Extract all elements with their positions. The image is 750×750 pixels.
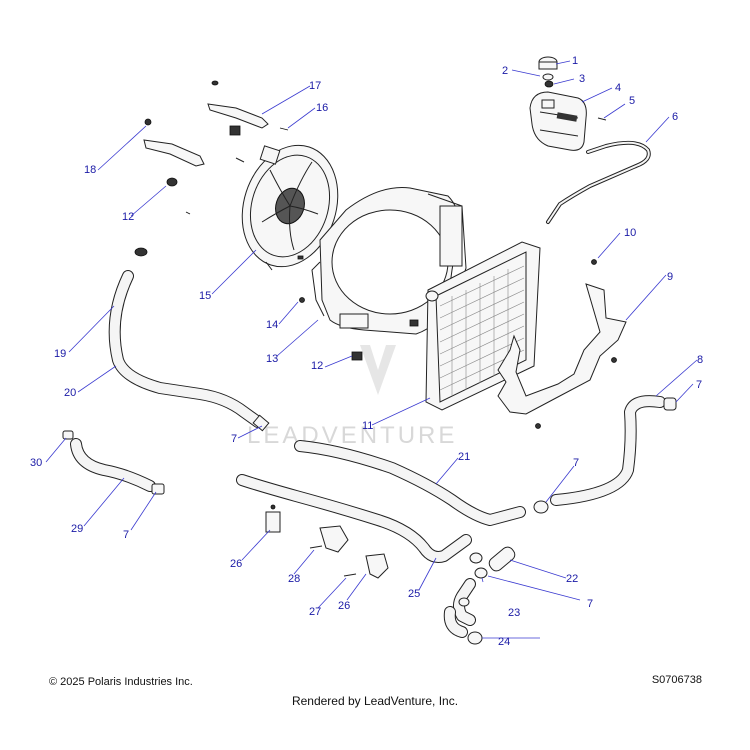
- callout-26-left[interactable]: 26: [230, 558, 242, 570]
- callouts: 1 2 3 4 5 6 7 7 7 7 7 8 9 10 11 12 12 13…: [30, 55, 703, 648]
- callout-27[interactable]: 27: [309, 606, 321, 618]
- callout-5[interactable]: 5: [629, 95, 635, 107]
- callout-24[interactable]: 24: [498, 636, 510, 648]
- callout-29[interactable]: 29: [71, 523, 83, 535]
- callout-23[interactable]: 23: [508, 607, 520, 619]
- callout-15[interactable]: 15: [199, 290, 211, 302]
- callout-13[interactable]: 13: [266, 353, 278, 365]
- callout-9[interactable]: 9: [667, 271, 673, 283]
- callout-7-hose-24-clamp[interactable]: 7: [587, 598, 593, 610]
- radiator-shield: [497, 259, 627, 429]
- callout-17[interactable]: 17: [309, 80, 321, 92]
- copyright-text: © 2025 Polaris Industries Inc.: [49, 676, 193, 688]
- callout-26-right[interactable]: 26: [338, 600, 350, 612]
- callout-1[interactable]: 1: [572, 55, 578, 67]
- callout-22[interactable]: 22: [566, 573, 578, 585]
- hose-fittings: [265, 504, 516, 645]
- hose-8: [550, 395, 677, 506]
- overflow-tube: [546, 140, 651, 224]
- callout-7-hose-20-clamp[interactable]: 7: [231, 433, 237, 445]
- fan-brackets: [143, 80, 289, 215]
- callout-14[interactable]: 14: [266, 319, 278, 331]
- drawing-id: S0706738: [651, 674, 702, 686]
- callout-10[interactable]: 10: [624, 227, 636, 239]
- hose-21: [294, 440, 549, 526]
- coolant-reservoir-assembly: [529, 56, 607, 151]
- callout-28[interactable]: 28: [288, 573, 300, 585]
- callout-30[interactable]: 30: [30, 457, 42, 469]
- leader-lines: [45, 60, 698, 639]
- callout-3[interactable]: 3: [579, 73, 585, 85]
- callout-7-hose-21-clamp[interactable]: 7: [573, 457, 579, 469]
- rendered-by-text: Rendered by LeadVenture, Inc.: [291, 694, 459, 708]
- callout-4[interactable]: 4: [615, 82, 621, 94]
- cooling-fan: [235, 144, 339, 271]
- watermark-text: LEADVENTURE: [247, 422, 457, 449]
- hose-29: [62, 430, 165, 495]
- callout-7-hose-8-clamp[interactable]: 7: [696, 379, 702, 391]
- hose-19-20: [108, 247, 270, 432]
- callout-20[interactable]: 20: [64, 387, 76, 399]
- callout-21[interactable]: 21: [458, 451, 470, 463]
- callout-12-lower[interactable]: 12: [311, 360, 323, 372]
- callout-8[interactable]: 8: [697, 354, 703, 366]
- callout-6[interactable]: 6: [672, 111, 678, 123]
- callout-16[interactable]: 16: [316, 102, 328, 114]
- callout-19[interactable]: 19: [54, 348, 66, 360]
- fan-shroud: [297, 186, 467, 361]
- callout-18[interactable]: 18: [84, 164, 96, 176]
- callout-25[interactable]: 25: [408, 588, 420, 600]
- callout-12-upper[interactable]: 12: [122, 211, 134, 223]
- callout-2[interactable]: 2: [502, 65, 508, 77]
- hose-25: [236, 474, 472, 563]
- callout-7-hose-29-clamp[interactable]: 7: [123, 529, 129, 541]
- callout-11[interactable]: 11: [362, 420, 373, 432]
- watermark: LEADVENTURE: [247, 345, 457, 449]
